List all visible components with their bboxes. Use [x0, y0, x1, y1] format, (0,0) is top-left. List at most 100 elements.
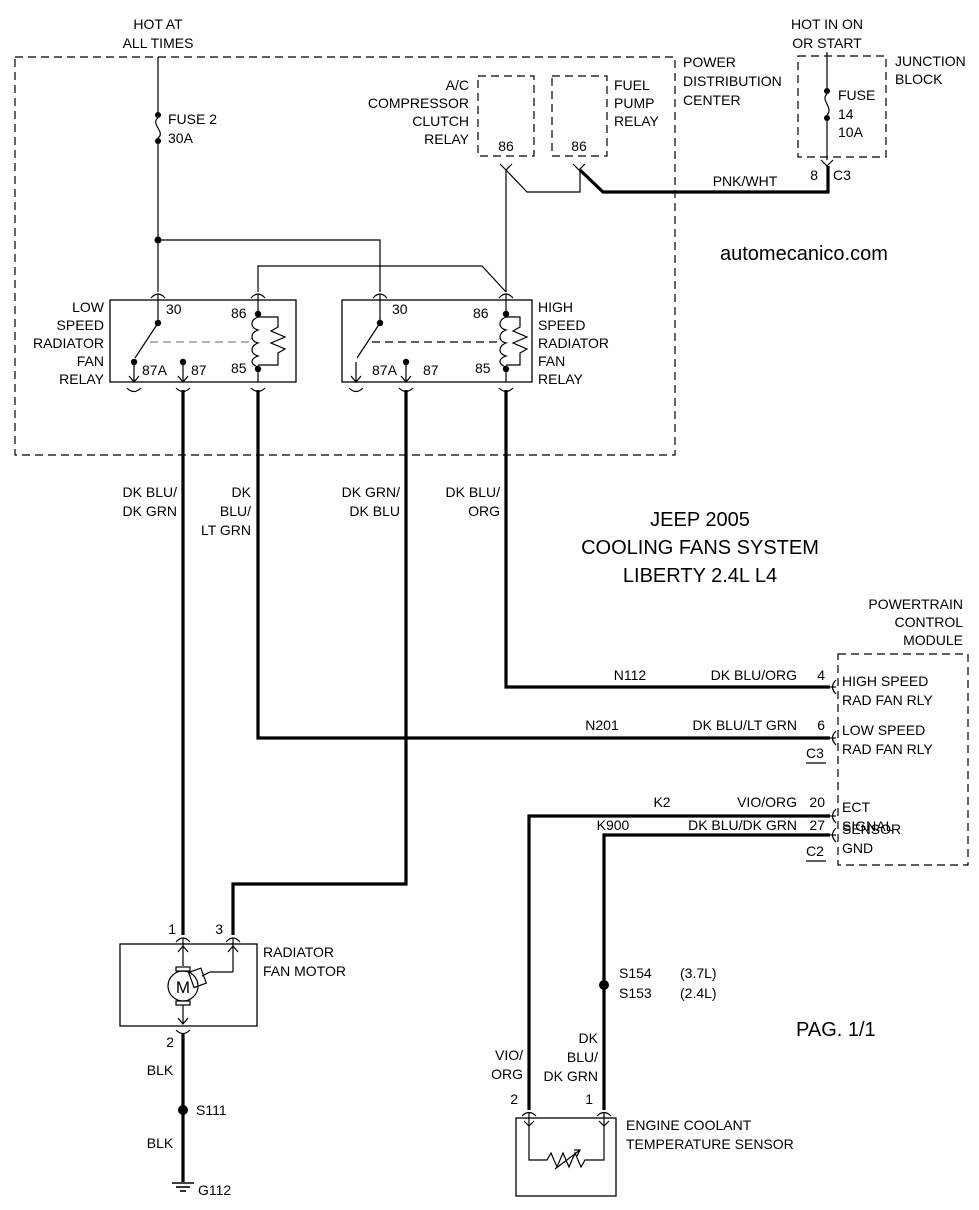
svg-text:DK: DK — [579, 1030, 599, 1046]
svg-text:DK BLU/: DK BLU/ — [123, 484, 178, 500]
svg-text:1: 1 — [585, 1091, 593, 1107]
svg-text:2: 2 — [510, 1091, 518, 1107]
svg-text:C3: C3 — [833, 167, 851, 183]
svg-text:JUNCTION: JUNCTION — [895, 53, 966, 69]
svg-text:ECT: ECT — [842, 799, 870, 815]
power-distribution-center-outline — [14, 56, 676, 456]
svg-text:3: 3 — [215, 921, 223, 937]
svg-text:CENTER: CENTER — [683, 92, 741, 108]
svg-text:SENSOR: SENSOR — [842, 821, 901, 837]
svg-text:14: 14 — [838, 106, 854, 122]
svg-text:HIGH: HIGH — [538, 299, 573, 315]
svg-text:VIO/: VIO/ — [495, 1047, 523, 1063]
svg-text:DK BLU/ORG: DK BLU/ORG — [711, 667, 797, 683]
watermark: automecanico.com — [720, 243, 888, 265]
svg-text:ALL TIMES: ALL TIMES — [123, 35, 194, 51]
svg-text:FUSE: FUSE — [838, 87, 875, 103]
svg-text:ORG: ORG — [468, 503, 500, 519]
svg-text:2: 2 — [166, 1034, 174, 1050]
engine-coolant-temperature-sensor: ENGINE COOLANT TEMPERATURE SENSOR — [515, 1111, 794, 1197]
sensor-wire-labels: VIO/ ORG DK BLU/ DK GRN 2 1 — [491, 1030, 599, 1107]
svg-text:COMPRESSOR: COMPRESSOR — [368, 95, 469, 111]
powertrain-control-module: POWERTRAIN CONTROL MODULE HIGH SPEED RAD… — [831, 596, 969, 866]
svg-text:JEEP 2005: JEEP 2005 — [650, 509, 750, 531]
svg-text:HOT AT: HOT AT — [133, 16, 183, 32]
fuse-2: FUSE 2 30A — [155, 111, 217, 146]
splice-s154-s153: S154 S153 (3.7L) (2.4L) — [599, 965, 717, 1001]
svg-text:30A: 30A — [168, 130, 194, 146]
svg-text:G112: G112 — [198, 1182, 231, 1198]
ac-compressor-clutch-relay: A/C COMPRESSOR CLUTCH RELAY 86 — [368, 75, 535, 171]
svg-text:GND: GND — [842, 840, 873, 856]
svg-text:86: 86 — [571, 138, 587, 154]
svg-text:K900: K900 — [597, 817, 630, 833]
svg-text:POWERTRAIN: POWERTRAIN — [868, 596, 963, 612]
svg-text:85: 85 — [231, 360, 247, 376]
svg-text:86: 86 — [231, 305, 247, 321]
svg-text:C2: C2 — [806, 843, 824, 859]
svg-text:BLU/: BLU/ — [220, 503, 251, 519]
svg-text:87: 87 — [191, 362, 207, 378]
svg-text:ENGINE COOLANT: ENGINE COOLANT — [626, 1117, 752, 1133]
svg-text:M: M — [176, 978, 190, 997]
svg-text:RADIATOR: RADIATOR — [33, 335, 104, 351]
junction-block: HOT IN ON OR START JUNCTION BLOCK FUSE 1… — [713, 16, 966, 189]
fuel-pump-relay: FUEL PUMP RELAY 86 — [551, 75, 660, 171]
svg-text:SIGNAL: SIGNAL — [842, 818, 894, 834]
wire-sensor-gnd — [602, 833, 830, 1110]
pdc-label: POWER DISTRIBUTION CENTER — [683, 54, 782, 108]
svg-text:CLUTCH: CLUTCH — [412, 113, 469, 129]
svg-text:PUMP: PUMP — [614, 95, 654, 111]
svg-text:DK BLU/DK GRN: DK BLU/DK GRN — [688, 817, 797, 833]
ground-symbol-icon: G112 — [172, 1182, 231, 1198]
svg-text:BLK: BLK — [147, 1135, 174, 1151]
svg-text:LOW SPEED: LOW SPEED — [842, 722, 925, 738]
svg-text:DK: DK — [232, 484, 252, 500]
svg-text:DK BLU/LT GRN: DK BLU/LT GRN — [692, 717, 797, 733]
hot-at-all-times-label: HOT AT ALL TIMES — [123, 16, 194, 51]
ground-labels: BLK BLK S111 — [147, 1062, 227, 1151]
svg-text:RADIATOR: RADIATOR — [538, 335, 609, 351]
svg-text:LIBERTY 2.4L L4: LIBERTY 2.4L L4 — [623, 565, 777, 587]
svg-text:LT GRN: LT GRN — [201, 522, 251, 538]
svg-text:8: 8 — [810, 167, 818, 183]
svg-text:DISTRIBUTION: DISTRIBUTION — [683, 73, 782, 89]
svg-text:K2: K2 — [653, 794, 670, 810]
svg-text:A/C: A/C — [446, 77, 469, 93]
svg-text:(2.4L): (2.4L) — [680, 985, 717, 1001]
svg-text:LOW: LOW — [72, 299, 105, 315]
svg-text:OR START: OR START — [792, 35, 862, 51]
svg-text:FAN: FAN — [538, 353, 565, 369]
svg-text:POWER: POWER — [683, 54, 736, 70]
svg-text:MODULE: MODULE — [903, 632, 963, 648]
svg-text:1: 1 — [168, 921, 176, 937]
pcm-lower-labels: SENSOR GND — [842, 821, 901, 856]
ac-relay-86-jumper — [505, 169, 581, 193]
svg-text:RAD FAN RLY: RAD FAN RLY — [842, 741, 933, 757]
svg-text:27: 27 — [809, 817, 825, 833]
svg-text:BLU/: BLU/ — [567, 1049, 598, 1065]
svg-text:DK GRN/: DK GRN/ — [342, 484, 400, 500]
svg-text:S154: S154 — [619, 965, 652, 981]
svg-text:DK BLU: DK BLU — [349, 503, 400, 519]
low-relay-86-jumper — [257, 265, 507, 293]
svg-text:DK GRN: DK GRN — [544, 1068, 598, 1084]
svg-text:6: 6 — [817, 717, 825, 733]
svg-text:HOT IN ON: HOT IN ON — [791, 16, 863, 32]
svg-text:COOLING FANS SYSTEM: COOLING FANS SYSTEM — [581, 537, 819, 559]
svg-text:S153: S153 — [619, 985, 652, 1001]
diagram-title: JEEP 2005 COOLING FANS SYSTEM LIBERTY 2.… — [581, 509, 819, 587]
svg-text:87: 87 — [423, 362, 439, 378]
pnk-wht-wire — [578, 166, 830, 194]
svg-text:87A: 87A — [372, 362, 398, 378]
svg-text:TEMPERATURE SENSOR: TEMPERATURE SENSOR — [626, 1136, 794, 1152]
svg-text:DK BLU/: DK BLU/ — [446, 484, 501, 500]
svg-text:30: 30 — [392, 301, 408, 317]
svg-text:RADIATOR: RADIATOR — [263, 944, 334, 960]
wire-low-85 — [256, 390, 830, 740]
radiator-fan-motor: 1 3 M RADIATOR FAN MOTOR 2 — [119, 921, 346, 1050]
svg-text:S111: S111 — [196, 1102, 227, 1118]
svg-text:RELAY: RELAY — [424, 131, 470, 147]
svg-text:RAD FAN RLY: RAD FAN RLY — [842, 692, 933, 708]
svg-text:86: 86 — [498, 138, 514, 154]
